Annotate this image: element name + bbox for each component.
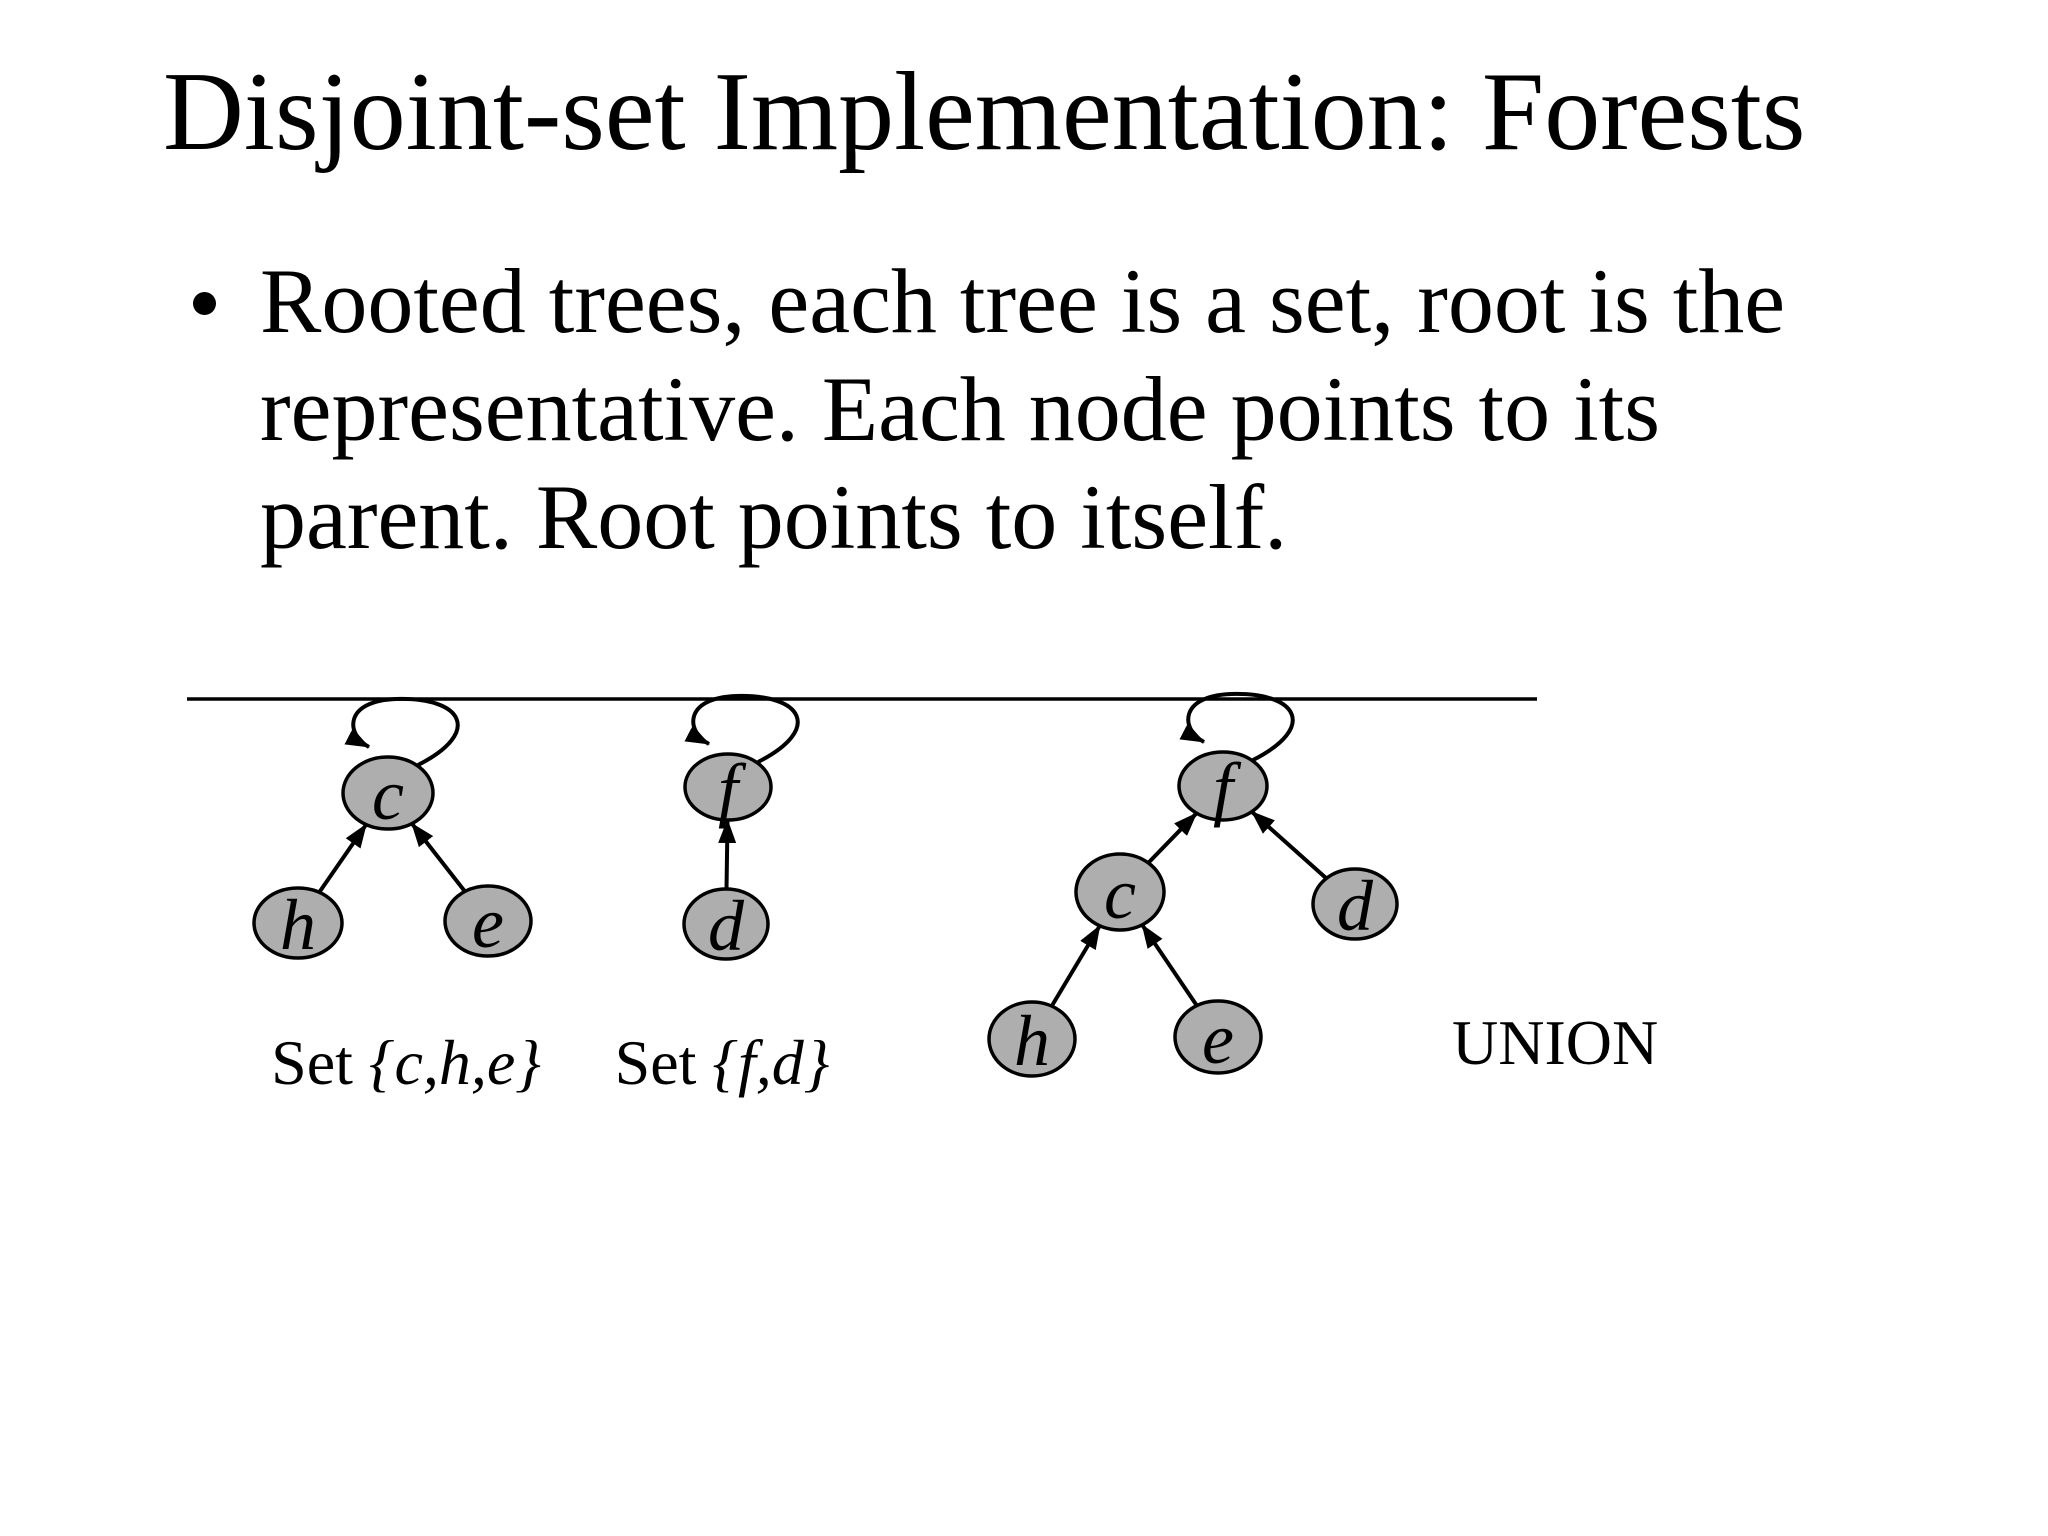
set-label-fd-prefix: Set <box>614 1027 697 1098</box>
bullet-line-3: parent. Root points to itself. <box>260 466 1288 568</box>
node-union-d <box>1311 867 1399 941</box>
self-loop-che-c <box>344 696 460 767</box>
node-union-c <box>1074 852 1166 932</box>
tree-che: ch e <box>252 696 533 965</box>
node-fd-f <box>683 752 773 822</box>
set-label-fd: Set{f,d} <box>615 1026 830 1100</box>
edge-union-d-to-f <box>1250 810 1328 880</box>
bullet-marker <box>193 292 216 315</box>
union-label: UNION <box>1452 1007 1659 1078</box>
edge-fd-d-to-f <box>718 818 737 890</box>
node-che-e <box>443 884 533 958</box>
node-label-che-h: h <box>280 885 316 965</box>
node-label-union-h: h <box>1014 1001 1050 1081</box>
self-loop-union-f <box>1179 691 1295 762</box>
edge-union-c-to-f <box>1146 811 1199 865</box>
tree-fd: fd <box>682 693 800 966</box>
node-union-e <box>1173 999 1263 1075</box>
bullet-line-2: representative. Each node points to its <box>260 358 1661 460</box>
node-union-h <box>987 1000 1077 1078</box>
slide-title: Disjoint-set Implementation: Forests <box>163 50 1806 174</box>
bullet-text: Rooted trees, each tree is a set, root i… <box>260 247 1785 571</box>
node-che-c <box>341 755 435 831</box>
edge-union-h-to-c <box>1049 924 1102 1008</box>
node-fd-d <box>682 887 770 961</box>
set-label-che-elements: {c,h,e} <box>368 1027 541 1098</box>
node-union-f <box>1177 750 1269 822</box>
node-label-union-e: e <box>1202 999 1234 1079</box>
set-label-fd-elements: {f,d} <box>712 1027 830 1098</box>
self-loop-fd-f <box>684 693 800 764</box>
node-label-union-c: c <box>1104 854 1136 934</box>
edge-che-e-to-c <box>410 822 467 893</box>
node-che-h <box>252 886 344 960</box>
bullet-line-1: Rooted trees, each tree is a set, root i… <box>260 250 1786 352</box>
set-label-che-prefix: Set <box>271 1027 353 1098</box>
edge-union-e-to-c <box>1140 923 1199 1007</box>
node-label-che-e: e <box>472 883 504 963</box>
node-label-union-d: d <box>1337 866 1374 946</box>
node-label-che-c: c <box>372 755 404 835</box>
set-label-che: Set{c,h,e} <box>271 1026 541 1100</box>
node-label-fd-d: d <box>708 886 745 966</box>
edge-che-h-to-c <box>317 823 368 894</box>
